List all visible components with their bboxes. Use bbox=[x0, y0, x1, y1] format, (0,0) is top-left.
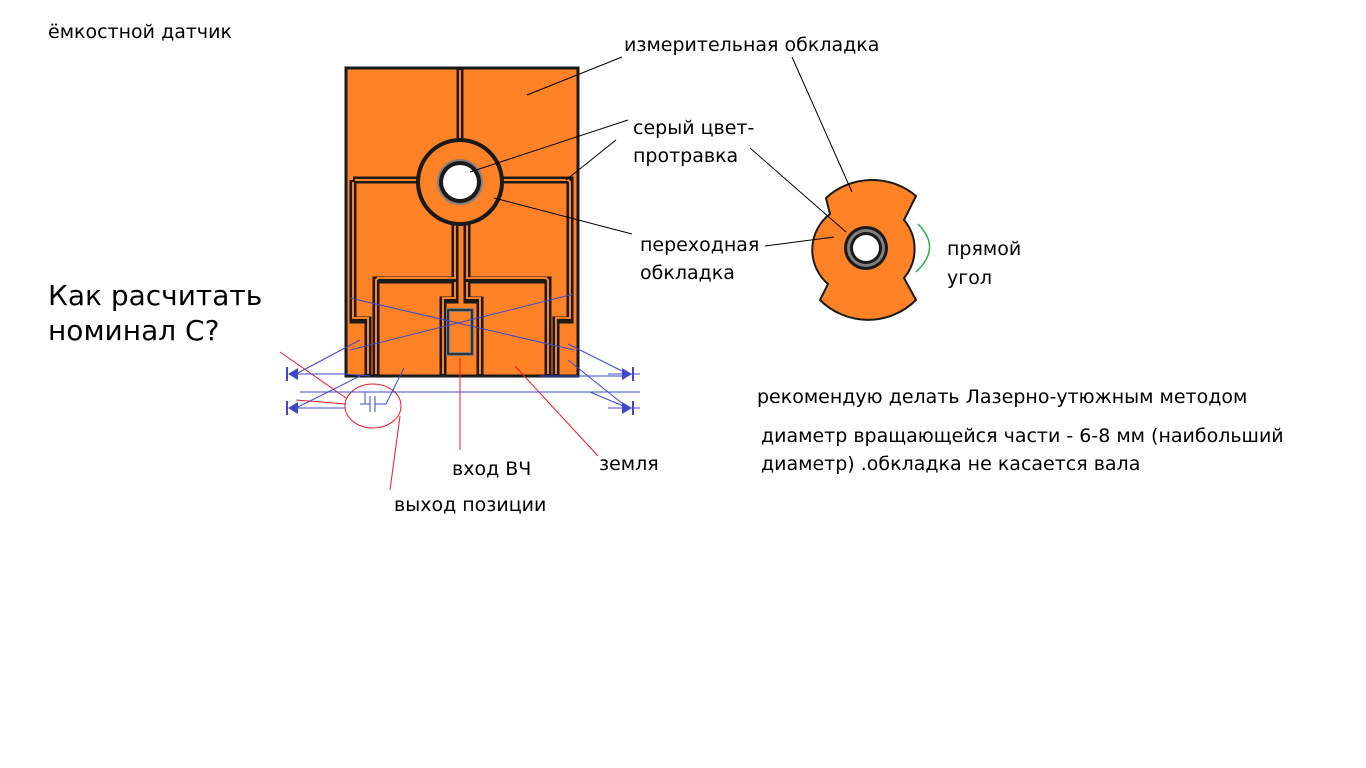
capacitor-highlight bbox=[344, 383, 402, 429]
label-transition-plate-1: переходная bbox=[640, 234, 760, 256]
rotor bbox=[811, 178, 931, 321]
board-hole bbox=[443, 165, 477, 199]
red-annotations bbox=[279, 351, 599, 491]
label-right-angle-1: прямой bbox=[947, 238, 1022, 260]
label-measuring-plate: измерительная обкладка bbox=[624, 34, 880, 56]
rotor-hole bbox=[853, 235, 879, 261]
note-diameter-1: диаметр вращающейся части - 6-8 мм (наиб… bbox=[761, 425, 1284, 447]
question-line-2: номинал С? bbox=[48, 314, 220, 347]
note-diameter-2: диаметр) .обкладка не касается вала bbox=[761, 453, 1141, 475]
label-position-output: выход позиции bbox=[394, 494, 547, 516]
label-gray-color-2: протравка bbox=[633, 145, 739, 167]
diode-left-bottom bbox=[288, 402, 298, 414]
label-ground: земля bbox=[599, 453, 659, 475]
label-transition-plate-2: обкладка bbox=[640, 262, 735, 284]
note-method: рекомендую делать Лазерно-утюжным методо… bbox=[757, 386, 1248, 408]
diode-left-top bbox=[288, 368, 298, 380]
label-gray-color-1: серый цвет- bbox=[633, 117, 755, 139]
diodes bbox=[286, 367, 634, 415]
label-hf-input: вход ВЧ bbox=[452, 458, 532, 480]
right-angle-arc bbox=[915, 223, 931, 273]
diagram-title: ёмкостной датчик bbox=[48, 21, 232, 43]
etch-core bbox=[352, 70, 571, 374]
diode-right-top bbox=[622, 368, 632, 380]
pcb-board bbox=[344, 66, 580, 378]
leader-lines bbox=[469, 56, 853, 247]
label-right-angle-2: угол bbox=[947, 267, 992, 289]
diode-right-bottom bbox=[622, 402, 632, 414]
blue-circuit bbox=[295, 293, 640, 412]
hf-input-pad bbox=[446, 308, 474, 356]
question-line-1: Как расчитать bbox=[48, 279, 263, 312]
